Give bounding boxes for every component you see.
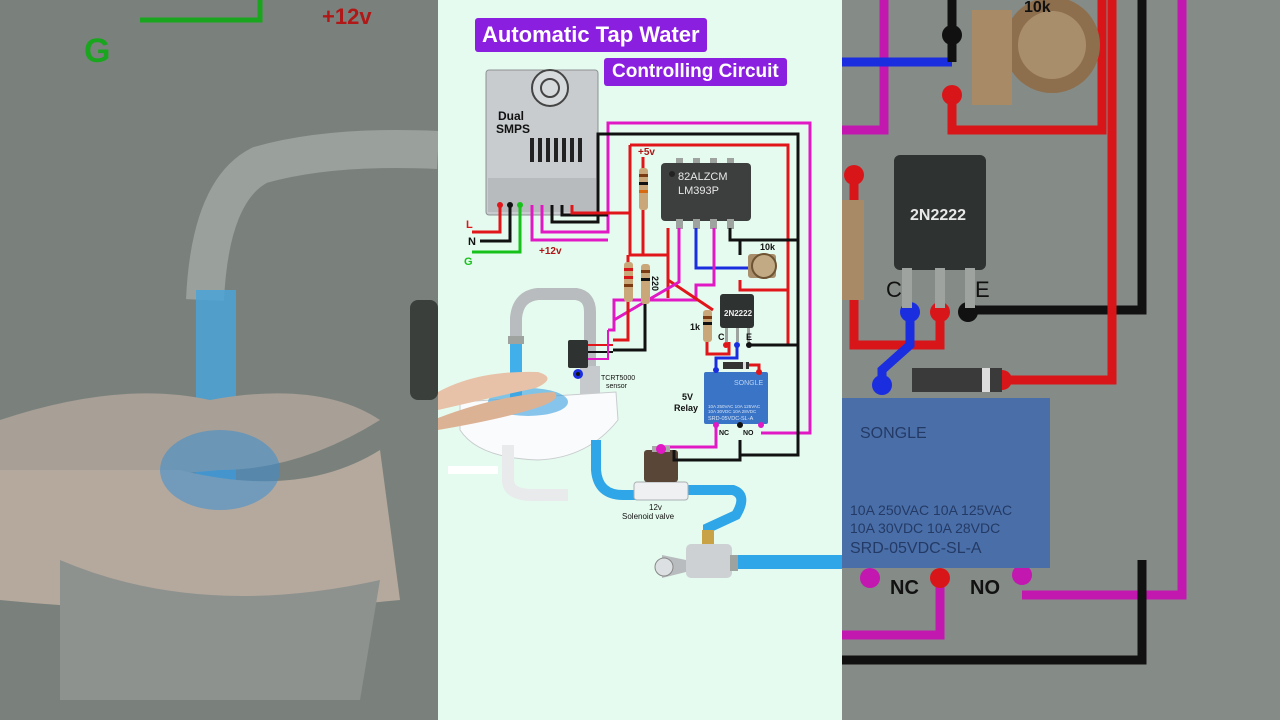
ic-marking-1: 82ALZCM xyxy=(678,171,728,183)
title-line-1: Automatic Tap Water xyxy=(475,18,707,52)
bg-right-relay-brand: SONGLE xyxy=(860,425,927,442)
smps-label-2: SMPS xyxy=(496,122,530,136)
relay-spec-1: 10A 250VAC 10A 125VAC xyxy=(708,404,761,409)
ic-marking-2: LM393P xyxy=(678,185,719,197)
lm393-ic: 82ALZCM LM393P xyxy=(661,158,751,229)
line-g-label: G xyxy=(464,256,473,268)
sensor-label-1: TCRT5000 xyxy=(601,375,635,382)
relay-5v: SONGLE 10A 250VAC 10A 125VAC 10A 30VDC 1… xyxy=(704,372,768,424)
potentiometer: 10k xyxy=(748,242,777,279)
faucet-basin xyxy=(438,288,619,501)
resistor-1k xyxy=(703,310,712,342)
bg-right-nc-label: NC xyxy=(890,577,919,599)
v5-label: +5v xyxy=(638,147,655,158)
bg-right-no-label: NO xyxy=(970,577,1000,599)
line-l-label: L xyxy=(466,219,473,231)
bg-right-e-label: E xyxy=(975,277,990,302)
resistor-top xyxy=(639,168,648,210)
smps-unit: Dual SMPS xyxy=(485,69,599,216)
pin-c-label: C xyxy=(718,332,725,342)
relay-model: SRD-05VDC-SL-A xyxy=(708,416,754,422)
circuit-diagram: Dual SMPS L N G +12v +5v xyxy=(438,69,842,578)
bg-right-transistor-label: 2N2222 xyxy=(910,207,966,224)
resistor-220 xyxy=(624,262,650,304)
transistor-label: 2N2222 xyxy=(724,309,753,318)
res-1k-label: 1k xyxy=(690,322,701,332)
relay-no-label: NO xyxy=(743,430,754,437)
line-n-label: N xyxy=(468,236,476,248)
bg-right-10k-label: 10k xyxy=(1024,0,1051,16)
bg-right-relay-spec1: 10A 250VAC 10A 125VAC xyxy=(850,502,1012,518)
background-right-illustration: 10k 2N2222 C E SONGLE 10A 250VAC 10A 125… xyxy=(842,0,1280,720)
title-line-2: Controlling Circuit xyxy=(604,58,787,86)
res-220-label: 220 xyxy=(650,276,660,291)
relay-label-1: 5V xyxy=(682,392,693,402)
relay-label-2: Relay xyxy=(674,403,698,413)
relay-spec-2: 10A 30VDC 10A 28VDC xyxy=(708,409,757,414)
bg-right-relay-spec2: 10A 30VDC 10A 28VDC xyxy=(850,520,1000,536)
pin-e-label: E xyxy=(746,332,752,342)
bg-left-g-label: G xyxy=(84,32,110,70)
v12-label: +12v xyxy=(539,246,562,257)
relay-nc-label: NC xyxy=(719,430,729,437)
bg-right-c-label: C xyxy=(886,277,902,302)
tcrt5000-sensor xyxy=(568,340,588,379)
background-right-zoom: 10k 2N2222 C E SONGLE 10A 250VAC 10A 125… xyxy=(842,0,1280,720)
background-left-illustration: G +12v xyxy=(0,0,438,720)
bg-right-relay-model: SRD-05VDC-SL-A xyxy=(850,540,982,557)
circuit-panel: Automatic Tap Water Controlling Circuit … xyxy=(438,0,842,720)
transistor-2n2222: 2N2222 C E xyxy=(718,294,754,342)
smps-label-1: Dual xyxy=(498,109,524,123)
sensor-label-2: sensor xyxy=(606,383,628,390)
background-left-faucet: G +12v xyxy=(0,0,438,720)
valve-label-1: 12v xyxy=(649,503,662,512)
solenoid-valve: 12v Solenoid valve xyxy=(622,444,689,521)
relay-brand: SONGLE xyxy=(734,380,764,387)
pot-label: 10k xyxy=(760,242,776,252)
bg-left-12v-label: +12v xyxy=(322,4,372,29)
valve-label-2: Solenoid valve xyxy=(622,512,675,521)
angle-tap xyxy=(654,530,738,578)
